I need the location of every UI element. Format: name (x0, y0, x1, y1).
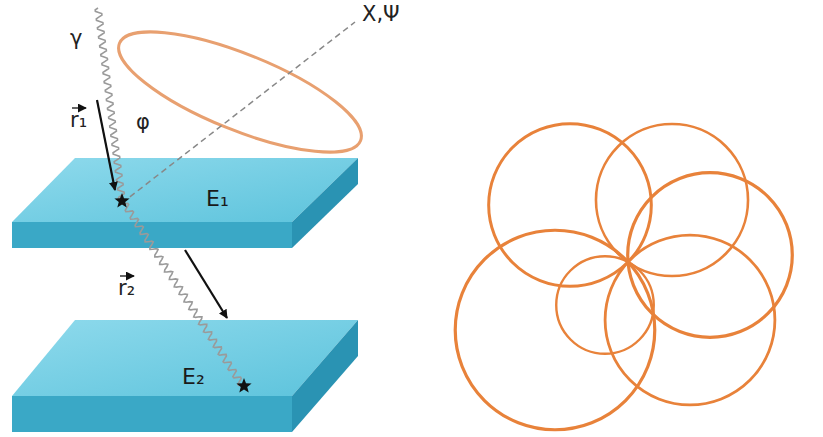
orbit-circle (455, 230, 655, 430)
detector-label: E₂ (182, 364, 205, 389)
vector-label: r₂ (118, 276, 135, 301)
vector-arrow (185, 250, 227, 318)
slab-shape (10, 156, 360, 250)
circle-rosette (455, 124, 792, 430)
axis-label: X,Ψ (362, 2, 400, 27)
detector-slab: E₂ (10, 318, 360, 434)
orbit-circle (605, 235, 775, 405)
cone-ellipse (105, 8, 375, 176)
symbol-label: r₁ (70, 108, 87, 133)
detector-label: E₁ (206, 186, 229, 211)
symbol-label: γ (70, 26, 82, 51)
angle-label: φ (136, 110, 150, 135)
orbit-circle (556, 256, 654, 354)
detector-slab: E₁ (10, 156, 360, 250)
